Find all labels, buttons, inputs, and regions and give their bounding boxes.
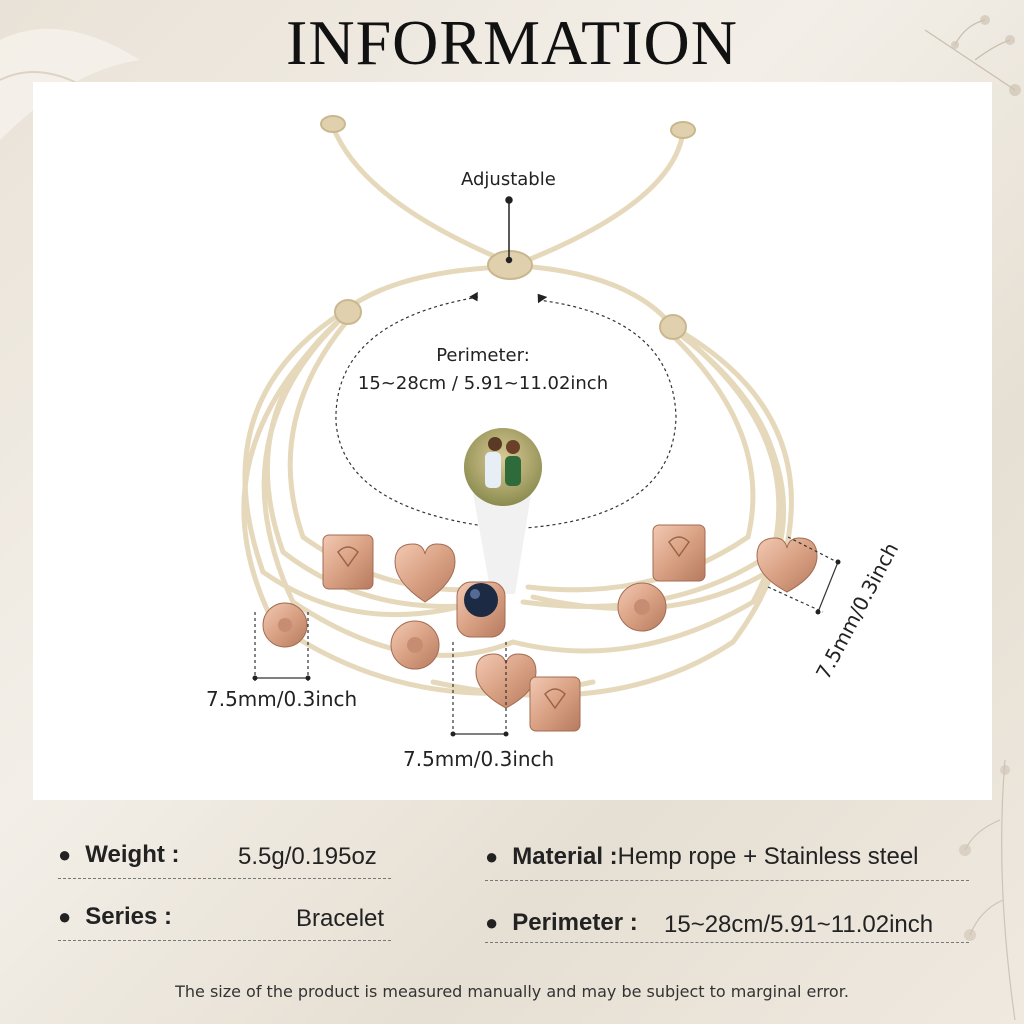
bracelet-diagram: [241, 115, 842, 737]
projection-stone: [456, 581, 506, 638]
spec-series-value: Bracelet: [296, 905, 385, 932]
disclaimer-note: The size of the product is measured manu…: [175, 982, 849, 1001]
spec-series: ● Series :: [58, 903, 172, 931]
adjustable-pointer: [505, 196, 513, 264]
spec-weight-value: 5.5g/0.195oz: [238, 843, 377, 870]
flower-bead-1: [262, 602, 308, 648]
spec-key: Series :: [85, 903, 173, 930]
divider: [58, 940, 391, 941]
bullet-icon: ●: [58, 904, 72, 929]
cube-bead-1: [322, 534, 374, 590]
bullet-icon: ●: [58, 842, 72, 867]
dimension-center-label: 7.5mm/0.3inch: [403, 747, 555, 771]
perimeter-title: Perimeter:: [436, 345, 530, 366]
adjustable-label: Adjustable: [461, 169, 556, 190]
divider: [485, 880, 969, 881]
divider: [485, 942, 969, 943]
bullet-icon: ●: [485, 844, 499, 869]
flower-bead-3: [617, 582, 667, 632]
spec-weight: ● Weight :: [58, 841, 180, 869]
heart-bead-1: [394, 543, 456, 603]
projection-beam: [471, 482, 533, 594]
photo-circle: [464, 428, 542, 506]
cube-bead-3: [652, 524, 706, 582]
dimension-left-label: 7.5mm/0.3inch: [206, 687, 358, 711]
spec-perimeter-value: 15~28cm/5.91~11.02inch: [664, 911, 934, 938]
spec-material-value: Hemp rope + Stainless steel: [617, 843, 919, 870]
cube-bead-2: [529, 676, 581, 732]
bullet-icon: ●: [485, 910, 499, 935]
page-title: INFORMATION: [286, 7, 738, 78]
perimeter-diagram-label: Perimeter: 15~28cm / 5.91~11.02inch: [333, 342, 633, 398]
spec-material: ● Material :Hemp rope + Stainless steel: [485, 843, 919, 871]
spec-key: Perimeter :: [512, 909, 638, 936]
spec-perimeter: ● Perimeter :: [485, 909, 638, 937]
spec-key: Weight :: [85, 841, 180, 868]
product-panel: Adjustable Perimeter: 15~28cm / 5.91~11.…: [33, 82, 992, 800]
rope-strands: [241, 124, 794, 698]
dried-flower-decoration-icon: [924, 15, 1021, 96]
spec-key: Material :: [512, 843, 618, 870]
heart-bead-3: [756, 537, 818, 593]
flower-bead-2: [390, 620, 440, 670]
perimeter-diagram-value: 15~28cm / 5.91~11.02inch: [357, 373, 609, 394]
divider: [58, 878, 391, 879]
knots: [320, 115, 696, 340]
dimension-lines: [254, 536, 842, 737]
arrow-right-icon: [537, 293, 548, 304]
arrow-left-icon: [469, 291, 478, 302]
dried-flower-bottom-decoration-icon: [959, 760, 1016, 1020]
